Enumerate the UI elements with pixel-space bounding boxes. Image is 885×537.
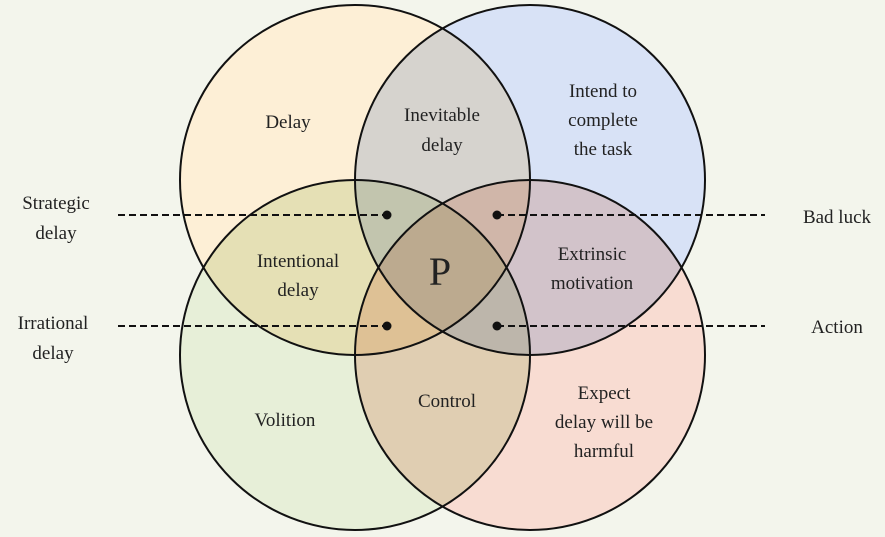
label-bad-luck: Bad luck (803, 207, 872, 228)
label-center: P (429, 249, 451, 294)
label-volition: Volition (255, 410, 316, 431)
dot-bad-luck (492, 210, 502, 220)
dot-strategic (382, 210, 392, 220)
label-intend: complete (568, 110, 638, 131)
label-control: Control (418, 391, 476, 412)
label-irrational: Irrational (18, 313, 89, 334)
dashed-connectors (118, 214, 765, 327)
label-intend: the task (574, 139, 633, 160)
label-intentional: delay (277, 280, 319, 301)
circle-outlines (179, 4, 706, 531)
label-extrinsic: Extrinsic (558, 244, 627, 265)
label-irrational: delay (32, 343, 74, 364)
label-expect: delay will be (555, 412, 653, 433)
label-strategic: delay (35, 223, 77, 244)
label-strategic: Strategic (22, 193, 90, 214)
label-inevitable: Inevitable (404, 105, 480, 126)
dot-action (492, 321, 502, 331)
label-inevitable: delay (421, 135, 463, 156)
label-intentional: Intentional (257, 251, 339, 272)
label-intend: Intend to (569, 81, 637, 102)
label-expect: Expect (578, 383, 631, 404)
label-extrinsic: motivation (551, 273, 634, 294)
label-delay: Delay (265, 112, 311, 133)
label-expect: harmful (574, 441, 634, 462)
dot-irrational (382, 321, 392, 331)
label-action: Action (811, 317, 863, 338)
